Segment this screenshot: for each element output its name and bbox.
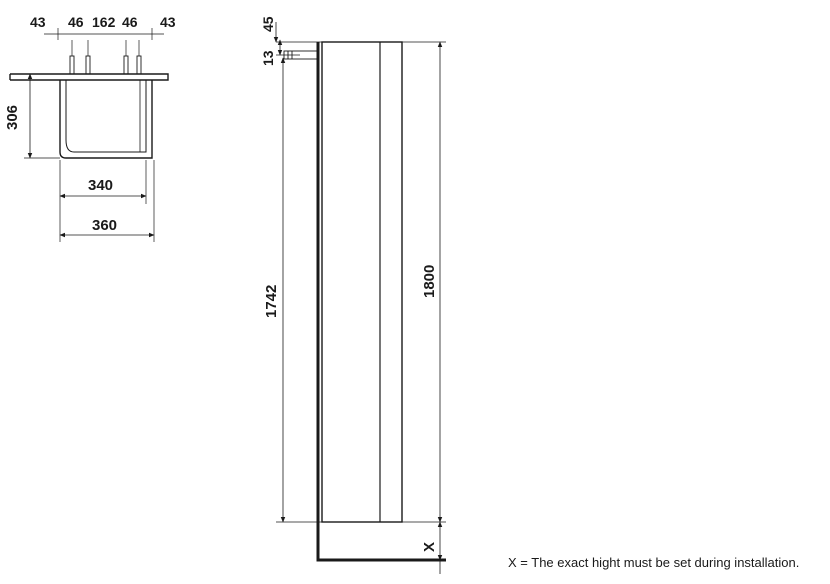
dim-depth: 306 [4, 105, 21, 130]
installation-note: X = The exact hight must be set during i… [508, 555, 800, 570]
wall-fixings [69, 40, 142, 75]
wall-and-floor [316, 42, 446, 562]
wall-slab [10, 73, 169, 81]
dim-top-1: 43 [30, 14, 46, 30]
dim-top-2: 46 [68, 14, 84, 30]
dim-top-offset: 45 [260, 16, 276, 32]
cabinet-outline [59, 80, 153, 159]
dim-top-3: 162 [92, 14, 116, 30]
cabinet-body [321, 41, 403, 523]
dim-outer-width: 360 [92, 217, 117, 234]
dim-floor-gap: X [421, 542, 438, 552]
dim-mount-offset: 13 [260, 50, 276, 66]
front-view [273, 22, 446, 574]
dim-top-5: 43 [160, 14, 176, 30]
dim-top-4: 46 [122, 14, 138, 30]
dim-inner-width: 340 [88, 177, 113, 194]
top-view [9, 28, 169, 242]
dim-total-height: 1800 [421, 265, 438, 298]
dim-mount-height: 1742 [263, 285, 280, 318]
